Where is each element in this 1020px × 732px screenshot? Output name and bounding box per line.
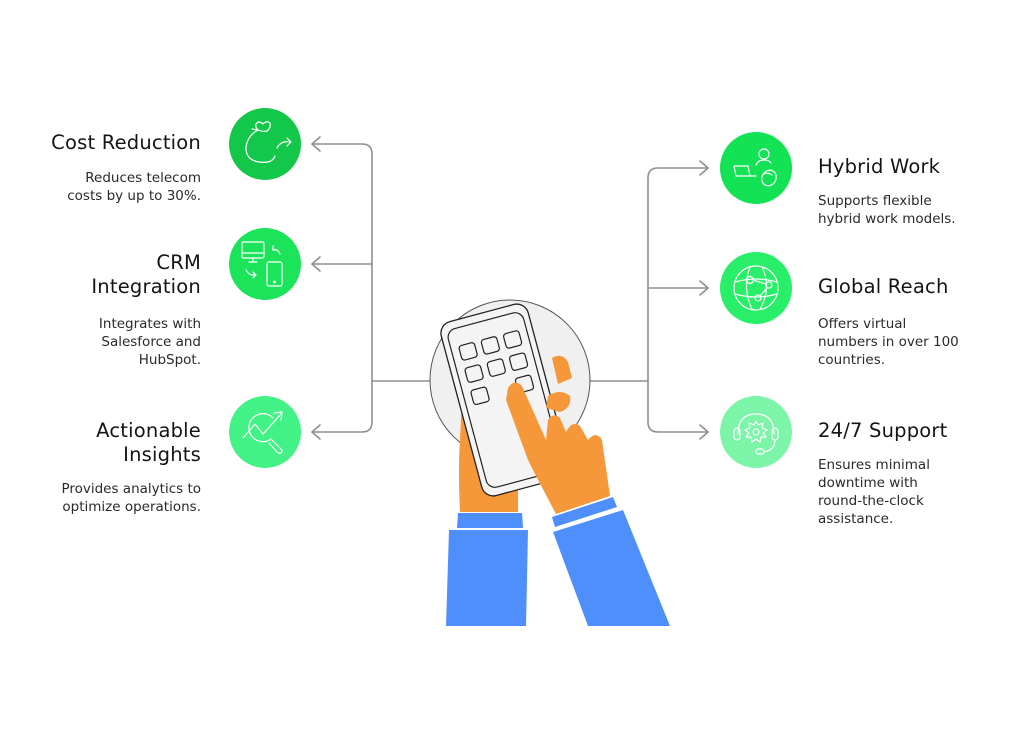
right-knuckle	[546, 392, 571, 412]
title-line: Insights	[123, 443, 201, 466]
feature-description: Supports flexible hybrid work models.	[818, 192, 1018, 228]
feature-title: Actionable Insights	[1, 419, 201, 467]
description-line: Ensures minimal	[818, 457, 930, 473]
feature-description: Provides analytics to optimize operation…	[0, 480, 201, 516]
description-line: Provides analytics to	[61, 481, 201, 497]
left-cuff	[457, 513, 523, 528]
description-line: numbers in over 100	[818, 334, 959, 350]
devices-sync-icon	[229, 228, 301, 300]
description-line: Offers virtual	[818, 316, 907, 332]
laptop-people-icon	[720, 132, 792, 204]
description-line: countries.	[818, 352, 886, 368]
description-line: HubSpot.	[138, 352, 201, 368]
feature-title: Hybrid Work	[818, 155, 941, 178]
description-line: downtime with	[818, 475, 918, 491]
left-sleeve	[446, 530, 528, 626]
headset-gear-icon	[720, 396, 792, 468]
right-hand	[506, 382, 610, 514]
description-line: round-the-clock	[818, 493, 924, 509]
money-bag-arrow-icon	[229, 108, 301, 180]
right-cuff	[552, 497, 617, 527]
description-line: hybrid work models.	[818, 211, 956, 227]
description-line: assistance.	[818, 511, 894, 527]
description-line: Supports flexible	[818, 193, 932, 209]
feature-description: Offers virtual numbers in over 100 count…	[818, 315, 1018, 369]
right-thumb	[552, 355, 572, 384]
description-line: costs by up to 30%.	[67, 188, 201, 204]
title-line: Actionable	[96, 419, 201, 442]
description-line: Integrates with	[98, 316, 201, 332]
description-line: optimize operations.	[62, 499, 201, 515]
feature-title: Global Reach	[818, 275, 949, 298]
right-sleeve	[553, 510, 670, 626]
analytics-magnifier-icon	[229, 396, 301, 468]
title-line: Integration	[91, 275, 201, 298]
feature-title: 24/7 Support	[818, 419, 948, 442]
feature-title: Cost Reduction	[51, 131, 201, 154]
feature-description: Integrates with Salesforce and HubSpot.	[1, 315, 201, 369]
title-line: CRM	[156, 251, 201, 274]
description-line: Reduces telecom	[85, 170, 201, 186]
globe-network-icon	[720, 252, 792, 324]
description-line: Salesforce and	[101, 334, 201, 350]
feature-description: Reduces telecom costs by up to 30%.	[1, 169, 201, 205]
feature-description: Ensures minimal downtime with round-the-…	[818, 456, 1018, 528]
feature-title: CRM Integration	[1, 251, 201, 299]
